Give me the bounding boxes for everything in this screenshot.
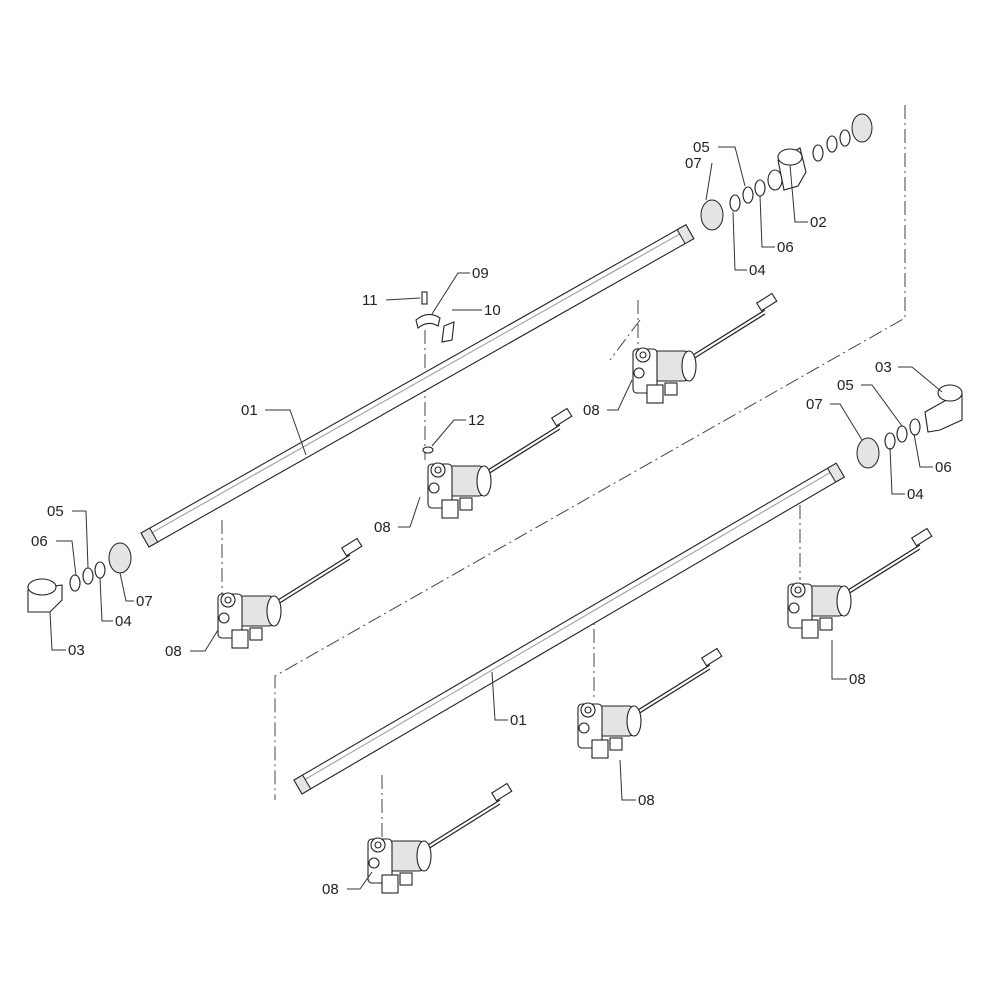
tube-lower: [293, 462, 846, 795]
label-06: 06: [777, 239, 794, 256]
label-03: 03: [68, 642, 85, 659]
label-08: 08: [583, 402, 600, 419]
label-05: 05: [693, 139, 710, 156]
label-09: 09: [472, 265, 489, 282]
label-08: 08: [638, 792, 655, 809]
leader-lines: [49, 146, 943, 890]
label-01: 01: [241, 402, 258, 419]
centerlines: [221, 300, 801, 840]
fittings-right: [856, 384, 963, 469]
clip-parts: [415, 291, 455, 454]
centerline: [609, 319, 641, 361]
label-01: 01: [510, 712, 527, 729]
label-08: 08: [374, 519, 391, 536]
label-02: 02: [810, 214, 827, 231]
label-05: 05: [47, 503, 64, 520]
valve-d: [787, 527, 933, 639]
label-10: 10: [484, 302, 501, 319]
valve-f: [367, 782, 513, 894]
fittings-top: [700, 113, 873, 231]
label-04: 04: [907, 486, 924, 503]
tube-upper: [140, 224, 695, 548]
valve-c: [217, 537, 363, 649]
label-06: 06: [31, 533, 48, 550]
valve-a: [632, 292, 778, 404]
label-06: 06: [935, 459, 952, 476]
label-04: 04: [115, 613, 132, 630]
fittings-left: [27, 542, 132, 613]
label-07: 07: [685, 155, 702, 172]
label-04: 04: [749, 262, 766, 279]
label-08: 08: [165, 643, 182, 660]
label-08: 08: [849, 671, 866, 688]
assembly-boundary-line: [274, 105, 906, 800]
label-08: 08: [322, 881, 339, 898]
valve-e: [577, 647, 723, 759]
label-07: 07: [136, 593, 153, 610]
label-05: 05: [837, 377, 854, 394]
label-03: 03: [875, 359, 892, 376]
label-11: 11: [362, 292, 378, 309]
label-07: 07: [806, 396, 823, 413]
label-12: 12: [468, 412, 485, 429]
